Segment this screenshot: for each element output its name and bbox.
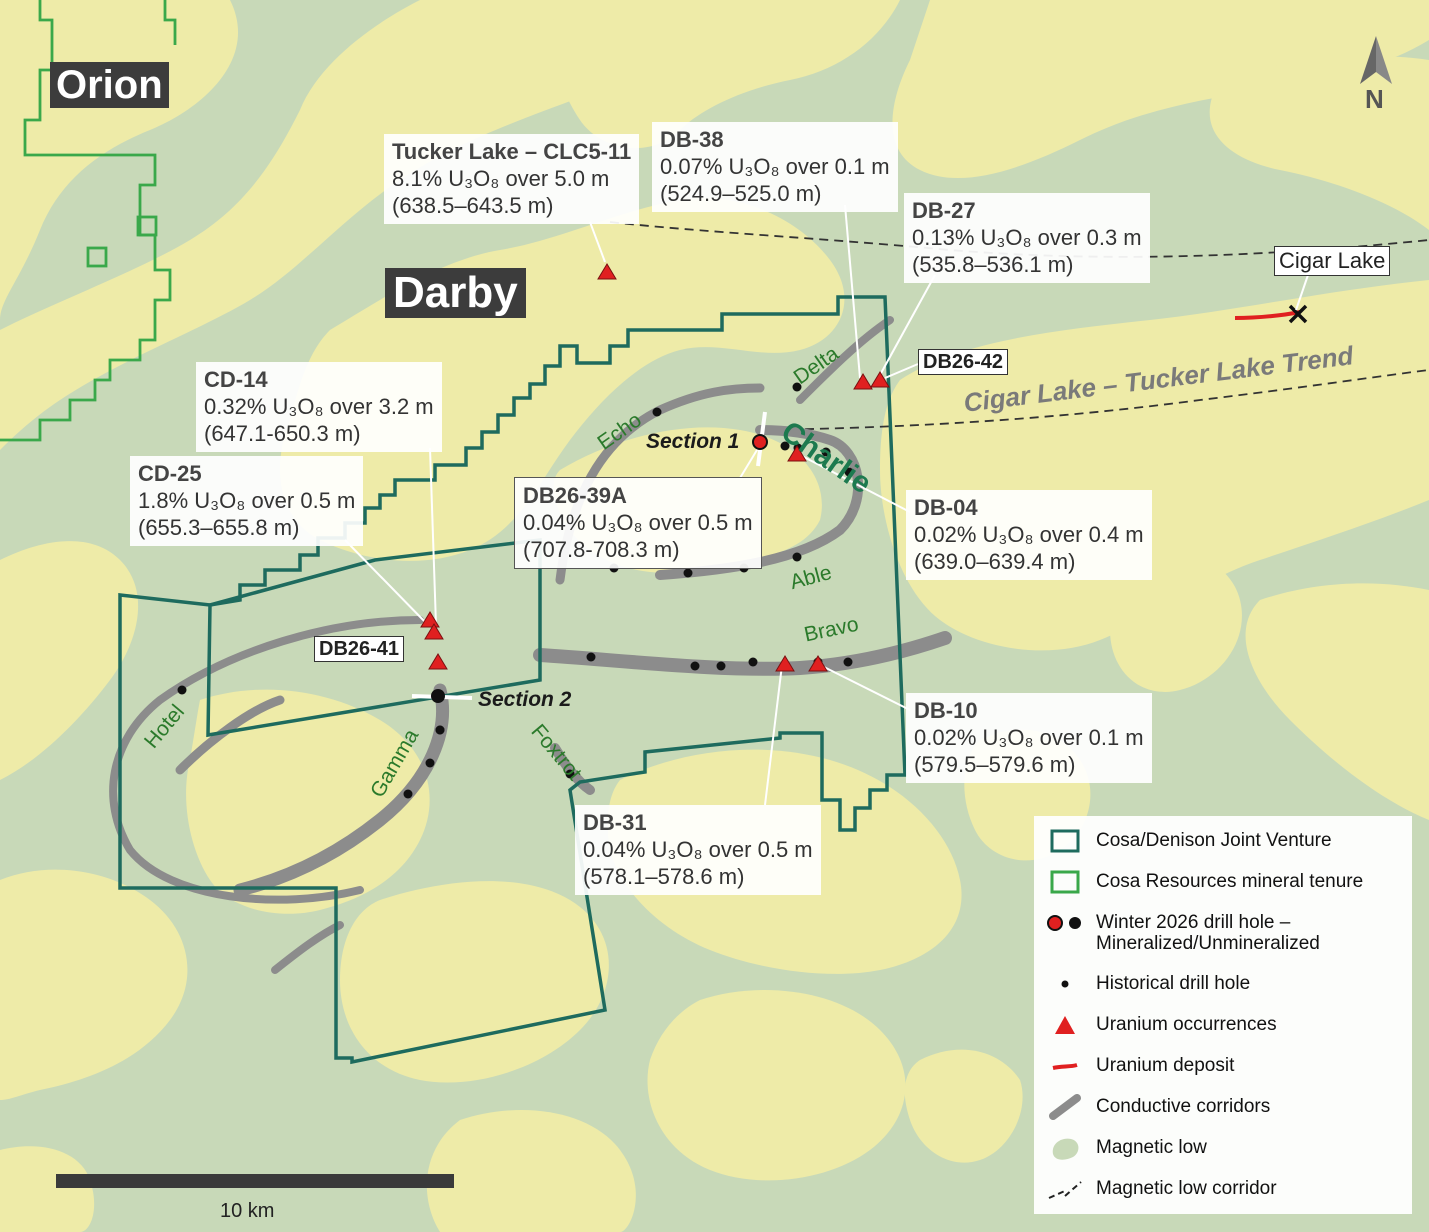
dashed-lines-icon <box>1034 1174 1096 1204</box>
legend-item-magnetic-corridor: Magnetic low corridor <box>1034 1174 1406 1204</box>
callout-db38: DB-38 0.07% U₃O₈ over 0.1 m (524.9–525.0… <box>652 122 898 212</box>
scale-label: 10 km <box>220 1200 275 1222</box>
red-line-icon <box>1034 1051 1096 1081</box>
darby-label: Darby <box>385 268 526 318</box>
hole-id: CD-25 <box>138 461 202 486</box>
winter-2026-unmineralized-hole <box>431 689 445 703</box>
callout-tucker: Tucker Lake – CLC5-11 8.1% U₃O₈ over 5.0… <box>384 134 640 224</box>
grade: 0.32% U₃O₈ over 3.2 m <box>204 394 434 419</box>
grade: 1.8% U₃O₈ over 0.5 m <box>138 488 356 513</box>
north-arrow-icon <box>1360 36 1392 84</box>
legend-item-tenure: Cosa Resources mineral tenure <box>1034 867 1406 897</box>
grade: 8.1% U₃O₈ over 5.0 m <box>392 166 610 191</box>
legend-item-occurrences: Uranium occurrences <box>1034 1010 1406 1040</box>
north-arrow: N <box>1356 34 1396 119</box>
interval: (578.1–578.6 m) <box>583 864 745 889</box>
legend-item-magnetic-low: Magnetic low <box>1034 1133 1406 1163</box>
cigar-lake-label: Cigar Lake <box>1274 246 1391 276</box>
hole-id: DB-31 <box>583 810 647 835</box>
grade: 0.04% U₃O₈ over 0.5 m <box>523 510 753 535</box>
historical-drill-holes <box>177 382 854 799</box>
interval: (639.0–639.4 m) <box>914 549 1076 574</box>
light-green-blob-icon <box>1034 1133 1096 1163</box>
callout-cd14: CD-14 0.32% U₃O₈ over 3.2 m (647.1-650.3… <box>196 362 442 452</box>
red-black-dots-icon <box>1034 908 1096 938</box>
legend-item-historical: Historical drill hole <box>1034 969 1406 999</box>
hole-id: DB-10 <box>914 698 978 723</box>
hole-id: DB-04 <box>914 495 978 520</box>
grey-stroke-icon <box>1034 1092 1096 1122</box>
legend-item-deposit: Uranium deposit <box>1034 1051 1406 1081</box>
interval: (647.1-650.3 m) <box>204 421 361 446</box>
tag-db26-42: DB26-42 <box>918 349 1009 375</box>
callout-leaders <box>344 204 1309 806</box>
interval: (638.5–643.5 m) <box>392 193 554 218</box>
callout-db10: DB-10 0.02% U₃O₈ over 0.1 m (579.5–579.6… <box>906 693 1152 783</box>
cigar-lake-mine-icon <box>1288 304 1308 324</box>
section1-label: Section 1 <box>646 430 740 453</box>
winter-2026-mineralized-hole <box>752 434 768 450</box>
interval: (579.5–579.6 m) <box>914 752 1076 777</box>
north-label: N <box>1365 84 1384 114</box>
scale-bar <box>56 1174 454 1188</box>
orion-label: Orion <box>50 62 169 108</box>
callout-db27: DB-27 0.13% U₃O₈ over 0.3 m (535.8–536.1… <box>904 193 1150 283</box>
hole-id: CD-14 <box>204 367 268 392</box>
hole-id: DB-27 <box>912 198 976 223</box>
hole-id: DB26-39A <box>523 483 627 508</box>
grade: 0.02% U₃O₈ over 0.1 m <box>914 725 1144 750</box>
section2-label: Section 2 <box>478 688 572 711</box>
small-black-dot-icon <box>1034 969 1096 999</box>
grade: 0.02% U₃O₈ over 0.4 m <box>914 522 1144 547</box>
callout-db31: DB-31 0.04% U₃O₈ over 0.5 m (578.1–578.6… <box>575 805 821 895</box>
legend-item-jv: Cosa/Denison Joint Venture <box>1034 826 1406 856</box>
legend-item-winter-holes: Winter 2026 drill hole – Mineralized/Unm… <box>1034 908 1406 954</box>
grade: 0.13% U₃O₈ over 0.3 m <box>912 225 1142 250</box>
grade: 0.04% U₃O₈ over 0.5 m <box>583 837 813 862</box>
red-triangle-icon <box>1034 1010 1096 1040</box>
teal-outline-square-icon <box>1034 826 1096 856</box>
interval: (707.8-708.3 m) <box>523 537 680 562</box>
green-outline-square-icon <box>1034 867 1096 897</box>
grade: 0.07% U₃O₈ over 0.1 m <box>660 154 890 179</box>
legend-item-conductors: Conductive corridors <box>1034 1092 1406 1122</box>
hole-id: Tucker Lake – CLC5-11 <box>392 139 632 164</box>
legend: Cosa/Denison Joint Venture Cosa Resource… <box>1034 816 1412 1214</box>
interval: (535.8–536.1 m) <box>912 252 1074 277</box>
cosa-tenure-boundary <box>0 0 172 442</box>
interval: (524.9–525.0 m) <box>660 181 822 206</box>
hole-id: DB-38 <box>660 127 724 152</box>
tag-db26-41: DB26-41 <box>314 636 405 662</box>
callout-db26-39a: DB26-39A 0.04% U₃O₈ over 0.5 m (707.8-70… <box>514 477 762 569</box>
interval: (655.3–655.8 m) <box>138 515 300 540</box>
callout-db04: DB-04 0.02% U₃O₈ over 0.4 m (639.0–639.4… <box>906 490 1152 580</box>
uranium-occurrences <box>420 263 890 672</box>
callout-cd25: CD-25 1.8% U₃O₈ over 0.5 m (655.3–655.8 … <box>130 456 364 546</box>
